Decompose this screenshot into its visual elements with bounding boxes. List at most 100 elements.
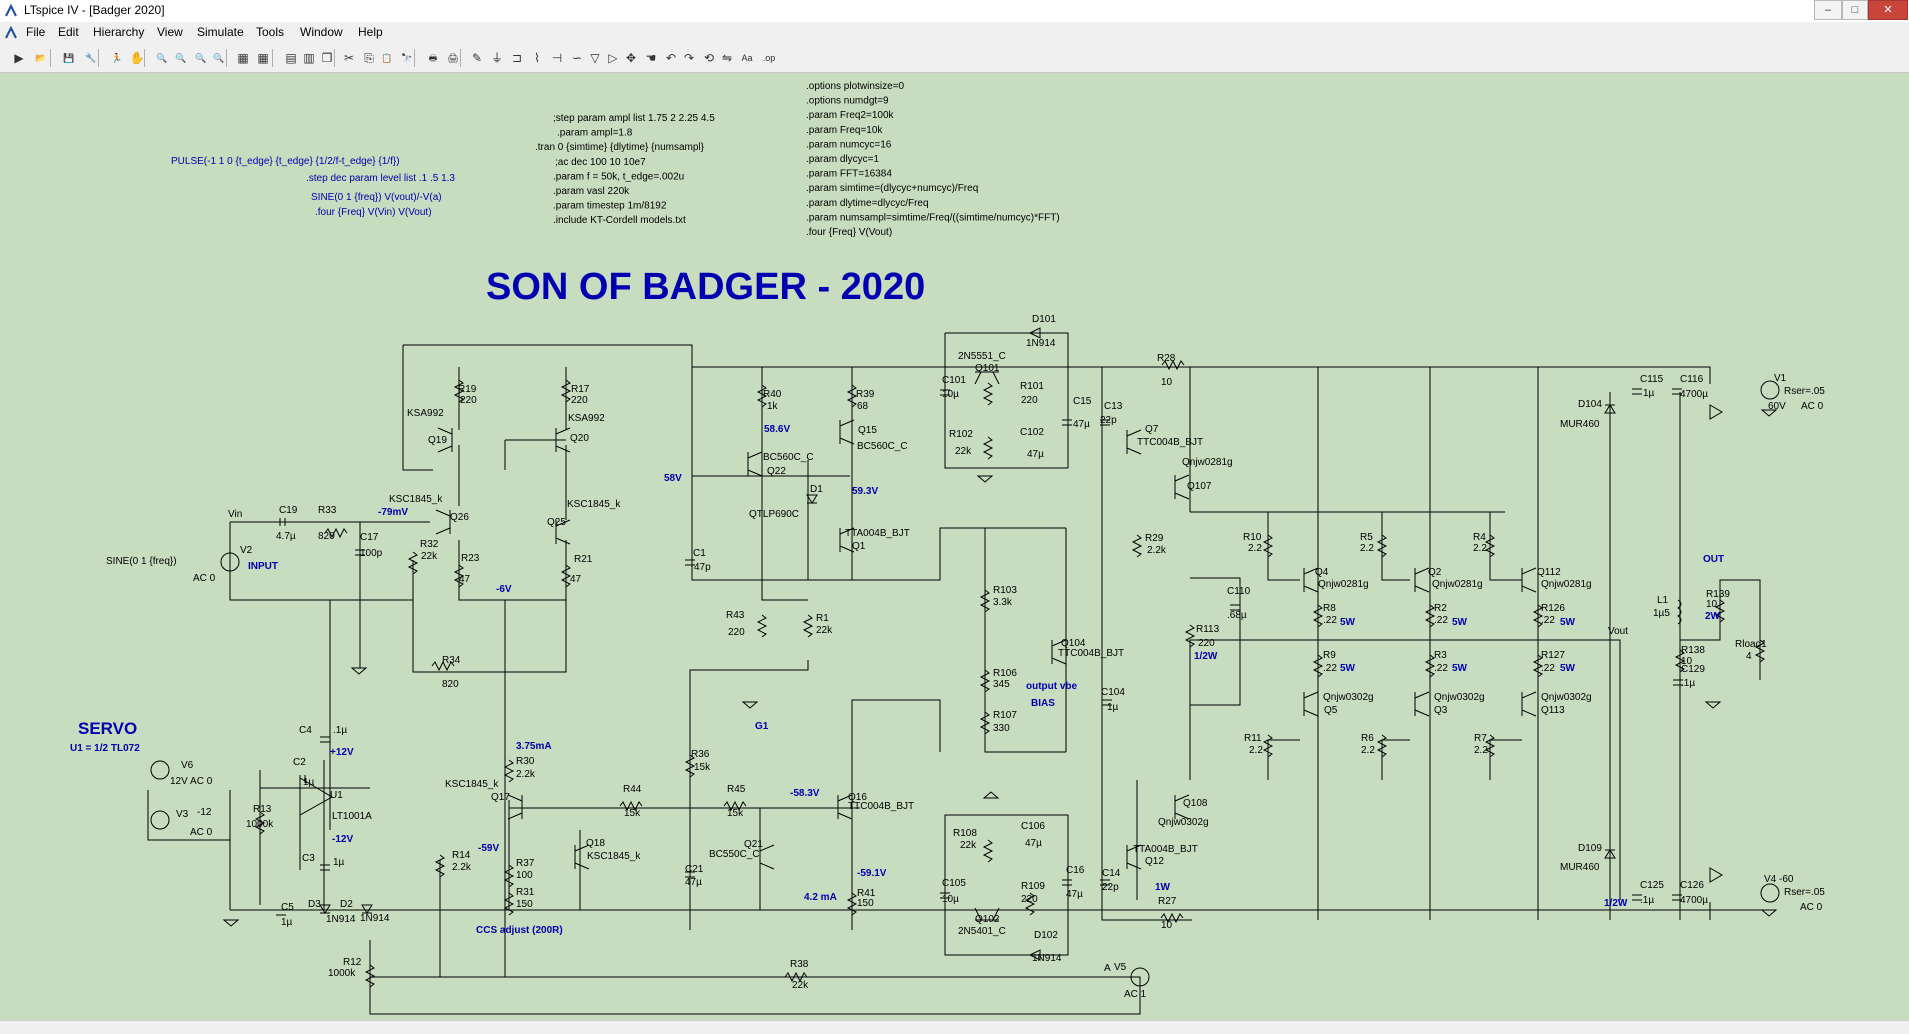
component-label: 4.7µ xyxy=(276,531,296,542)
spice-directives-block-2[interactable]: .options plotwinsize=0.options numdgt=9.… xyxy=(806,81,1060,238)
spice-directive-line: .include KT-Cordell models.txt xyxy=(553,215,686,226)
component-label: R11 xyxy=(1244,733,1262,744)
menu-file[interactable]: File xyxy=(26,25,46,39)
halt-icon[interactable]: ✋ xyxy=(129,51,145,65)
zoom-out-icon[interactable]: 🔍 xyxy=(195,53,207,63)
component-label: TTC004B_BJT xyxy=(1058,648,1124,659)
spice-directive-line: .param f = 50k, t_edge=.002u xyxy=(553,171,684,182)
node-annotation: G1 xyxy=(755,721,769,732)
zoom-pan-icon[interactable]: 🔍 xyxy=(175,53,187,63)
component-label: R2 xyxy=(1434,603,1447,614)
open-icon[interactable]: 📂 xyxy=(35,53,47,63)
component-label: 68 xyxy=(857,401,869,412)
component-label: 47µ xyxy=(685,877,702,888)
node-annotation: 59.3V xyxy=(852,486,878,497)
window-title: LTspice IV - [Badger 2020] xyxy=(24,3,165,17)
save-icon[interactable]: 💾 xyxy=(63,53,75,63)
schematic[interactable]: D1011N9142N5551_CQ101R2810C10110µR101220… xyxy=(0,73,1909,1020)
component-label: AC 0 xyxy=(1801,401,1824,412)
paste-icon[interactable]: 📋 xyxy=(381,53,393,63)
component-label: Q15 xyxy=(858,425,877,436)
control-panel-icon[interactable]: 🔧 xyxy=(85,53,97,63)
wires xyxy=(147,332,1770,1015)
document-icon[interactable] xyxy=(4,26,18,40)
node-annotation: -12V xyxy=(332,834,353,845)
component-label: 820 xyxy=(318,531,335,542)
menu-hierarchy[interactable]: Hierarchy xyxy=(93,25,145,39)
undo-icon[interactable]: ↶ xyxy=(665,51,677,65)
component-label: .22 xyxy=(1323,615,1337,626)
component-label: Q104 xyxy=(1061,638,1086,649)
print-icon[interactable]: 🖨 xyxy=(447,53,459,63)
mirror-icon[interactable]: ⇋ xyxy=(721,51,733,65)
component-label: R127 xyxy=(1541,650,1565,661)
move-icon[interactable]: ✥ xyxy=(625,51,637,65)
component-label: -12 xyxy=(197,807,212,818)
component-label: 47µ xyxy=(1025,838,1042,849)
component-label: C125 xyxy=(1640,880,1664,891)
ground-icon[interactable]: ⏚ xyxy=(490,51,503,65)
run-sim-icon[interactable]: 🏃 xyxy=(111,53,123,63)
component-label: 150 xyxy=(857,898,874,909)
component-label: R19 xyxy=(458,384,477,395)
wire-icon[interactable]: ✎ xyxy=(471,51,483,65)
menu-window[interactable]: Window xyxy=(300,25,343,39)
diode-icon[interactable]: ▽ xyxy=(590,51,600,65)
component-label: U1 xyxy=(330,790,343,801)
close-button[interactable]: ✕ xyxy=(1868,0,1908,20)
drag-icon[interactable]: ☚ xyxy=(645,51,657,65)
component-label: 15k xyxy=(727,808,744,819)
component-label: BC560C_C xyxy=(763,452,814,463)
symbols xyxy=(150,327,1780,988)
component-label: R126 xyxy=(1541,603,1565,614)
component-label: R3 xyxy=(1434,650,1447,661)
component-label: Q3 xyxy=(1434,705,1448,716)
autorange-icon[interactable]: ▦ xyxy=(237,51,249,65)
step-directive[interactable]: .step dec param level list .1 .5 1.3 xyxy=(306,173,455,184)
spice-directive-line: .param dlycyc=1 xyxy=(806,154,880,165)
component-label: 22p xyxy=(1102,882,1119,893)
spice-directives-block-1[interactable]: ;step param ampl list 1.75 2 2.25 4.5.pa… xyxy=(535,113,715,226)
run-icon[interactable]: ▶ xyxy=(14,51,24,65)
tile-vertical-icon[interactable]: ▥ xyxy=(303,51,315,65)
sine-directive[interactable]: SINE(0 1 {freq}) V(vout)/-V(a) xyxy=(311,192,442,203)
cascade-icon[interactable]: ❐ xyxy=(321,51,333,65)
menu-edit[interactable]: Edit xyxy=(58,25,79,39)
capacitor-icon[interactable]: ⊣ xyxy=(551,51,563,65)
node-annotation: 5W xyxy=(1560,617,1576,628)
zoom-fit-icon[interactable]: 🔍 xyxy=(213,53,225,63)
component-icon[interactable]: ▷ xyxy=(608,51,618,65)
four-directive[interactable]: .four {Freq} V(Vin) V(Vout) xyxy=(315,207,432,218)
grid-icon[interactable]: ▦ xyxy=(257,51,269,65)
rotate-icon[interactable]: ⟲ xyxy=(703,51,715,65)
zoom-in-icon[interactable]: 🔍 xyxy=(156,53,168,63)
component-label: R101 xyxy=(1020,381,1044,392)
spice-directive-icon[interactable]: .op xyxy=(762,53,776,63)
menu-view[interactable]: View xyxy=(157,25,183,39)
redo-icon[interactable]: ↷ xyxy=(683,51,695,65)
cut-icon[interactable]: ✂ xyxy=(343,51,355,65)
component-label: Q5 xyxy=(1324,705,1338,716)
print-preview-icon[interactable]: 🖶 xyxy=(428,53,438,63)
minimize-button[interactable]: – xyxy=(1814,0,1842,20)
component-label: C1 xyxy=(693,548,706,559)
pulse-directive[interactable]: PULSE(-1 1 0 {t_edge} {t_edge} {1/2/f-t_… xyxy=(171,156,400,167)
spice-directive-line: .param Freq2=100k xyxy=(806,110,895,121)
copy-icon[interactable]: ⎘ xyxy=(364,51,374,65)
component-label: 10µ xyxy=(942,389,959,400)
node-annotation: 1/2W xyxy=(1194,651,1218,662)
component-label: 220 xyxy=(1021,894,1038,905)
maximize-button[interactable]: □ xyxy=(1842,0,1868,20)
component-label: TTA004B_BJT xyxy=(1133,844,1198,855)
resistor-icon[interactable]: ⌇ xyxy=(534,51,540,65)
component-label: R29 xyxy=(1145,533,1164,544)
label-net-icon[interactable]: ⊐ xyxy=(511,51,523,65)
menu-help[interactable]: Help xyxy=(358,25,383,39)
menu-simulate[interactable]: Simulate xyxy=(197,25,244,39)
tile-horizontal-icon[interactable]: ▤ xyxy=(285,51,297,65)
text-icon[interactable]: Aa xyxy=(741,53,753,63)
inductor-icon[interactable]: ∽ xyxy=(571,51,583,65)
menu-tools[interactable]: Tools xyxy=(256,25,285,39)
find-icon[interactable]: 🔭 xyxy=(401,53,413,63)
